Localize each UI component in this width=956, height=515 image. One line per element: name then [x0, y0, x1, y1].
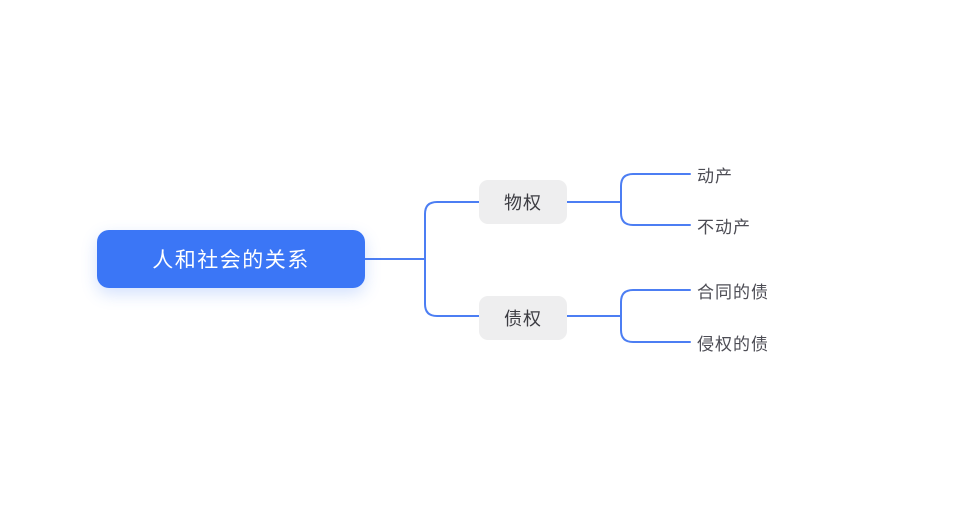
mindmap-leaf-node-budongchan[interactable]: 不动产 [697, 212, 751, 238]
mindmap-leaf-node-hetongdezhai[interactable]: 合同的债 [697, 277, 769, 303]
mindmap-leaf-node-qinquandezhai[interactable]: 侵权的债 [697, 329, 769, 355]
mindmap-branch-node-zhaiquan[interactable]: 债权 [479, 296, 567, 340]
connector-branch-1-to-leaf-1 [620, 173, 691, 203]
connector-branch-1-to-leaf-2 [620, 201, 691, 226]
connector-branch-2-to-leaf-3 [620, 289, 691, 317]
mindmap-leaf-label: 合同的债 [697, 282, 769, 302]
mindmap-branch-label: 债权 [504, 309, 542, 329]
mindmap-branch-label: 物权 [504, 193, 542, 213]
mindmap-root-node[interactable]: 人和社会的关系 [97, 230, 365, 288]
connector-root-to-branch-2 [424, 258, 480, 317]
mindmap-leaf-label: 动产 [697, 166, 733, 186]
mindmap-root-label: 人和社会的关系 [152, 249, 310, 272]
connector-root-to-branch-1 [424, 201, 480, 260]
mindmap-branch-node-wuquan[interactable]: 物权 [479, 180, 567, 224]
mindmap-leaf-label: 不动产 [697, 217, 751, 237]
connector-branch-2-to-leaf-4 [620, 315, 691, 343]
mindmap-leaf-node-dongchan[interactable]: 动产 [697, 161, 733, 187]
mindmap-leaf-label: 侵权的债 [697, 334, 769, 354]
